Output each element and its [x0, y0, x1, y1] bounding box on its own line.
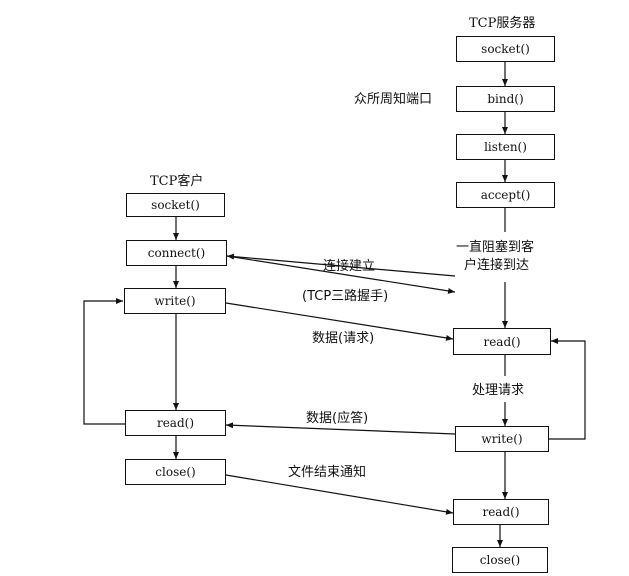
data-request-label: 数据(请求) — [312, 331, 375, 346]
server-read-box: read() — [453, 328, 551, 355]
block-until-client-label-1: 一直阻塞到客 — [456, 240, 535, 255]
server-bind-box: bind() — [456, 86, 555, 112]
server-listen-box: listen() — [456, 134, 555, 160]
client-close-box: close() — [125, 459, 226, 485]
client-connect-box: connect() — [126, 240, 227, 266]
server-read2-box: read() — [453, 499, 549, 525]
server-accept-box: accept() — [456, 182, 555, 208]
server-write-box: write() — [455, 426, 549, 452]
well-known-port-label: 众所周知端口 — [354, 92, 433, 107]
eof-notification-label: 文件结束通知 — [288, 465, 367, 480]
server-socket-box: socket() — [456, 36, 555, 62]
three-way-handshake-label: (TCP三路握手) — [302, 289, 389, 304]
data-reply-label: 数据(应答) — [306, 411, 369, 426]
client-write-box: write() — [124, 288, 226, 314]
arrow-data-reply — [225, 422, 456, 435]
arrow-server-loop — [549, 338, 586, 440]
arrow-client-loop — [83, 298, 125, 425]
connection-established-label: 连接建立 — [323, 259, 376, 274]
client-socket-box: socket() — [126, 193, 225, 217]
arrow-eof-notification — [225, 474, 454, 515]
server-close-box: close() — [452, 547, 548, 573]
client-read-box: read() — [125, 410, 226, 436]
process-request-label: 处理请求 — [472, 383, 525, 398]
client-title: TCP客户 — [150, 174, 204, 189]
block-until-client-label-2: 户连接到达 — [464, 258, 530, 273]
arrow-data-request — [225, 302, 454, 341]
arrow-connect-handshake-to-server — [226, 255, 456, 294]
arrow-connect-handshake-to-client — [226, 253, 456, 277]
server-title: TCP服务器 — [469, 16, 536, 31]
